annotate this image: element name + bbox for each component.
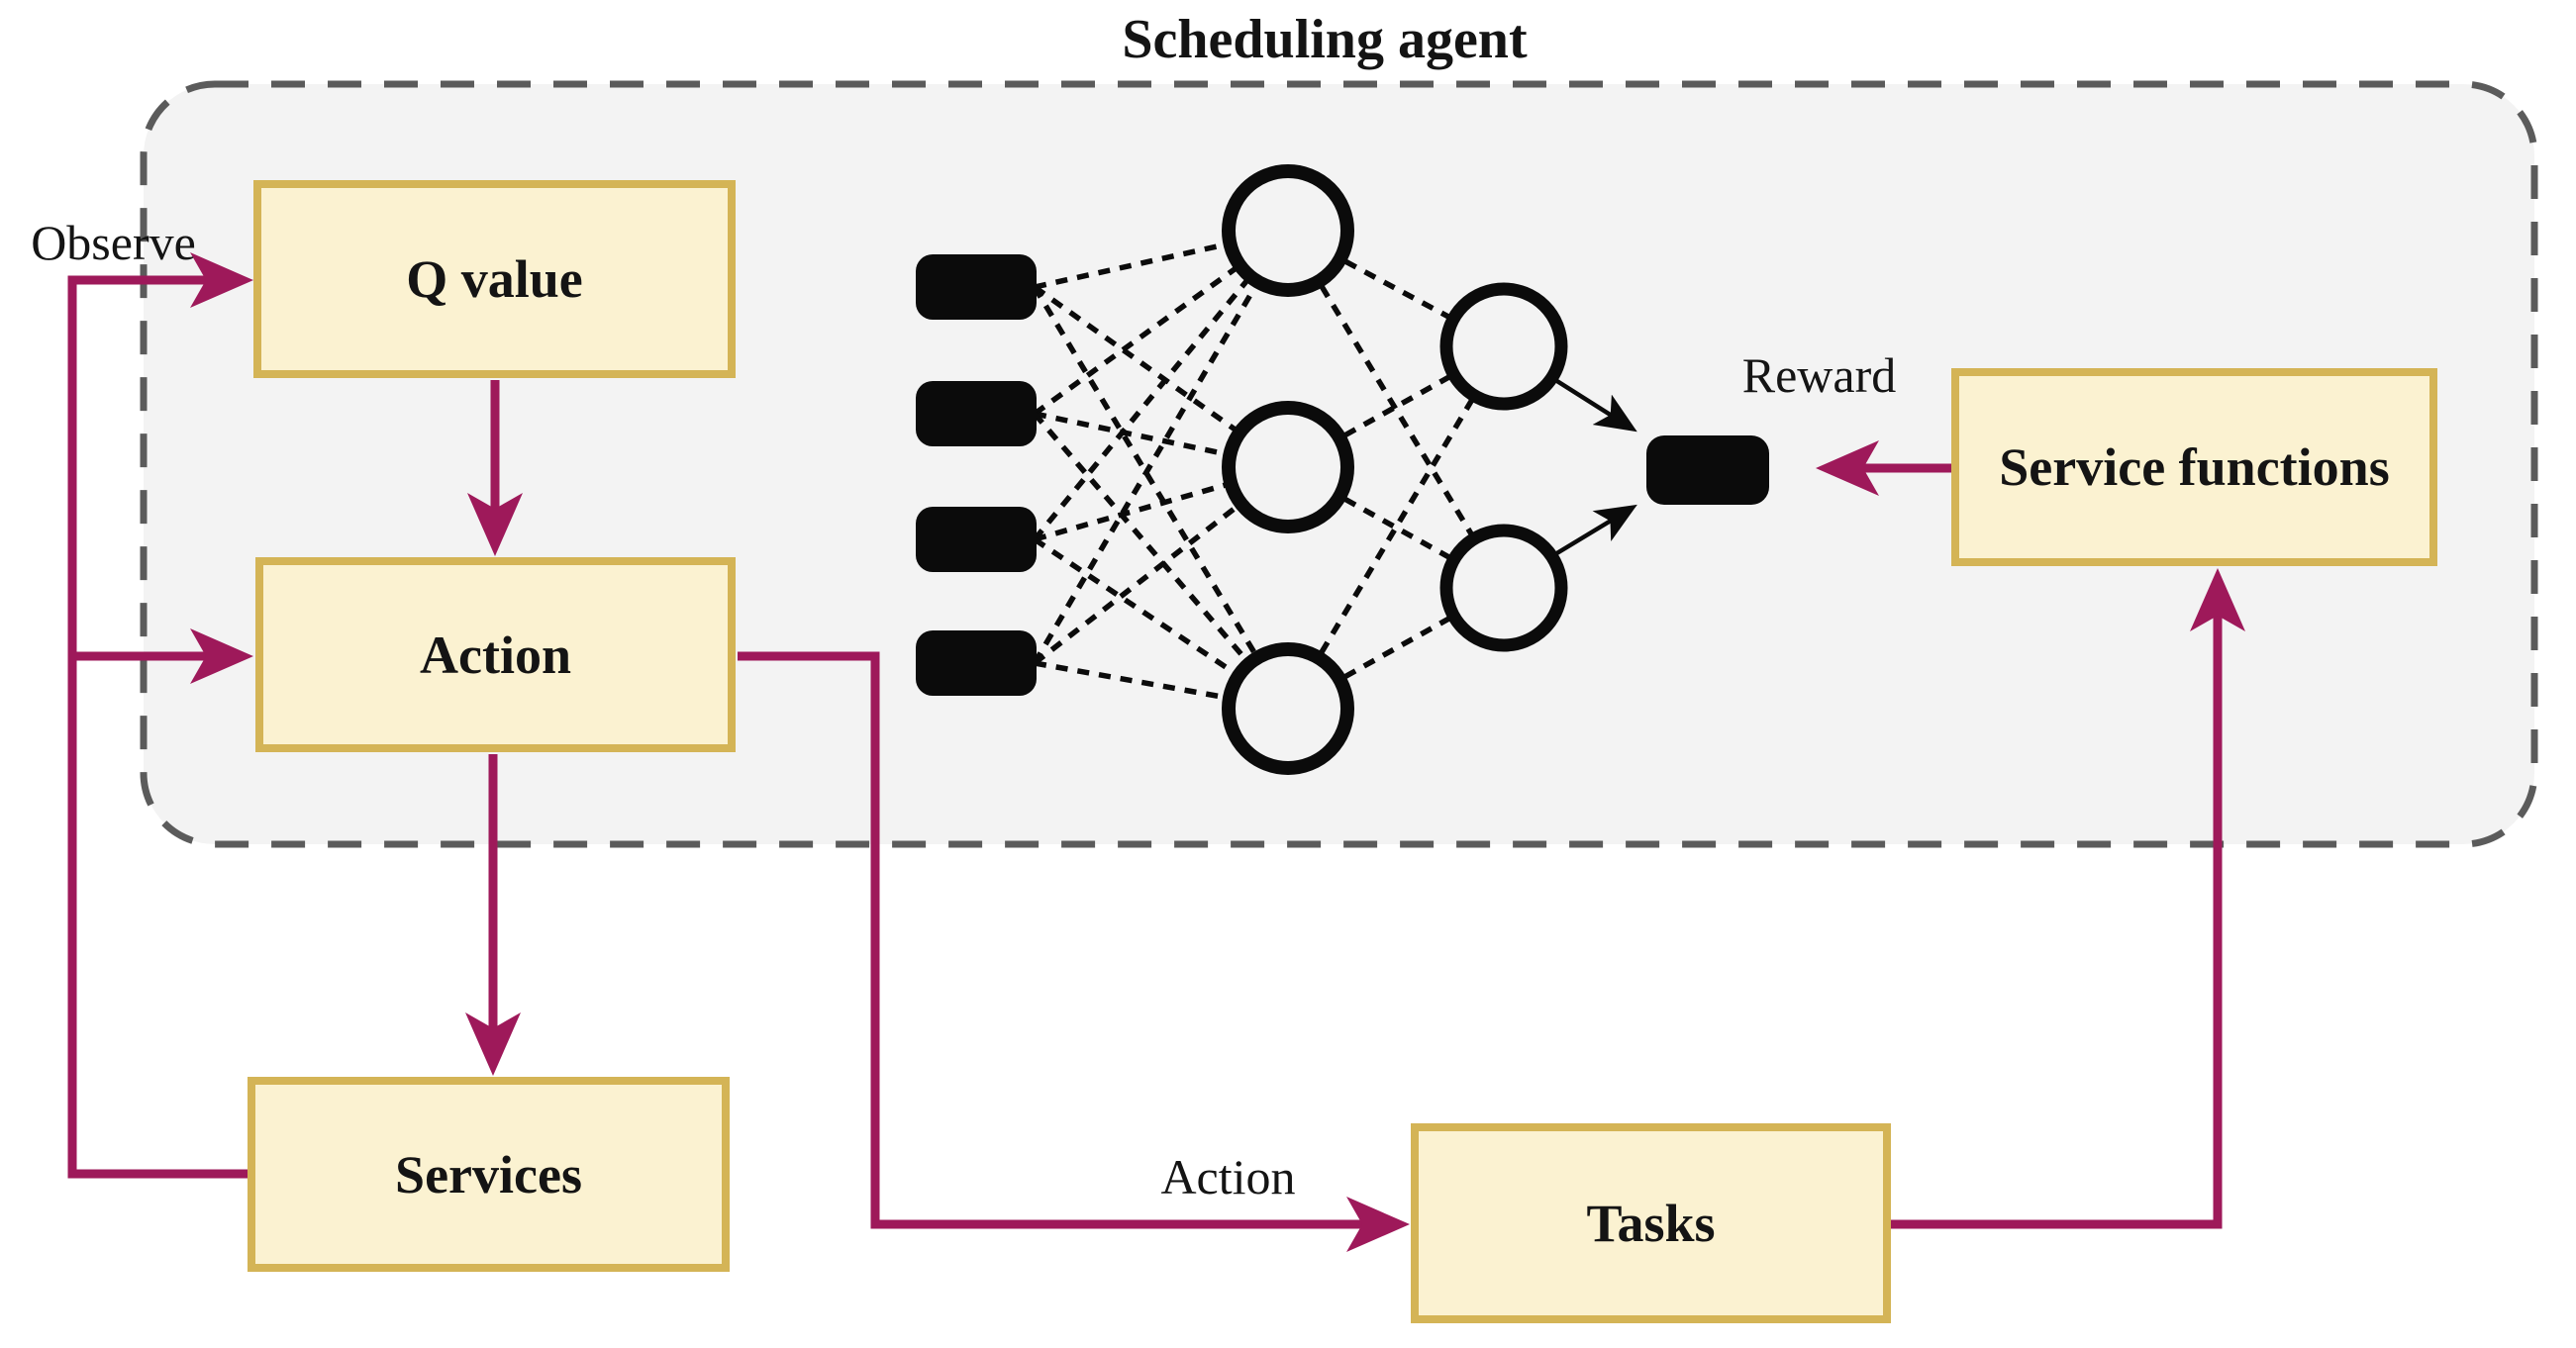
- tasks-box: Tasks: [1411, 1123, 1891, 1323]
- tasks-to-service-functions-arrow: [1889, 568, 2245, 1229]
- service-functions-label: Service functions: [1999, 437, 2390, 497]
- reward-edge-label: Reward: [1741, 347, 1897, 403]
- action-box: Action: [255, 557, 736, 752]
- services-label: Services: [395, 1144, 582, 1204]
- nn-top-output-arrow: [1550, 376, 1637, 433]
- action-edge-label: Action: [1160, 1149, 1296, 1204]
- nn-second-layer-nodes: [1439, 282, 1568, 652]
- q-value-box: Q value: [253, 180, 736, 378]
- service-functions-box: Service functions: [1951, 368, 2437, 566]
- q-value-label: Q value: [406, 249, 583, 309]
- tasks-label: Tasks: [1586, 1194, 1716, 1253]
- nn-output-node-reward: [1646, 435, 1769, 505]
- observe-edge-label: Observe: [31, 215, 196, 270]
- services-to-qvalue-observe-arrow: [67, 252, 253, 1179]
- diagram-title: Scheduling agent: [1122, 9, 1528, 70]
- nn-input-nodes: [916, 254, 1037, 696]
- nn-hidden-layer-nodes: [1222, 164, 1354, 775]
- services-box: Services: [248, 1077, 730, 1272]
- nn-bottom-output-arrow: [1548, 504, 1637, 559]
- action-to-tasks-arrow: [738, 651, 1410, 1252]
- action-label: Action: [420, 625, 571, 685]
